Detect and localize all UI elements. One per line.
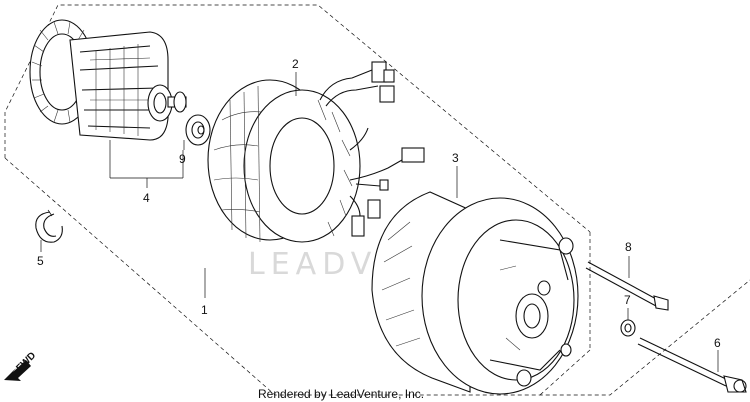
callout-5: 5 xyxy=(37,254,44,268)
callout-1: 1 xyxy=(201,303,208,317)
stud-bolt[interactable] xyxy=(585,261,669,311)
callout-7: 7 xyxy=(624,293,631,307)
callout-8: 8 xyxy=(625,240,632,254)
rear-housing[interactable] xyxy=(371,191,579,395)
bearing[interactable] xyxy=(185,114,211,146)
fwd-arrow-icon xyxy=(4,360,31,381)
assembly-boundary xyxy=(4,4,750,396)
callout-9: 9 xyxy=(179,152,186,166)
fwd-label: FWD xyxy=(14,350,38,374)
snap-ring[interactable] xyxy=(35,209,63,243)
callout-4-leader xyxy=(109,140,184,188)
washer[interactable] xyxy=(620,319,636,337)
callout-4: 4 xyxy=(143,191,150,205)
render-credit: Rendered by LeadVenture, Inc. xyxy=(258,387,424,401)
rotor-assembly[interactable] xyxy=(29,19,187,141)
callout-6: 6 xyxy=(714,336,721,350)
stator[interactable] xyxy=(207,61,425,243)
callout-3: 3 xyxy=(452,151,459,165)
through-bolt[interactable] xyxy=(637,337,747,393)
callout-2: 2 xyxy=(292,57,299,71)
